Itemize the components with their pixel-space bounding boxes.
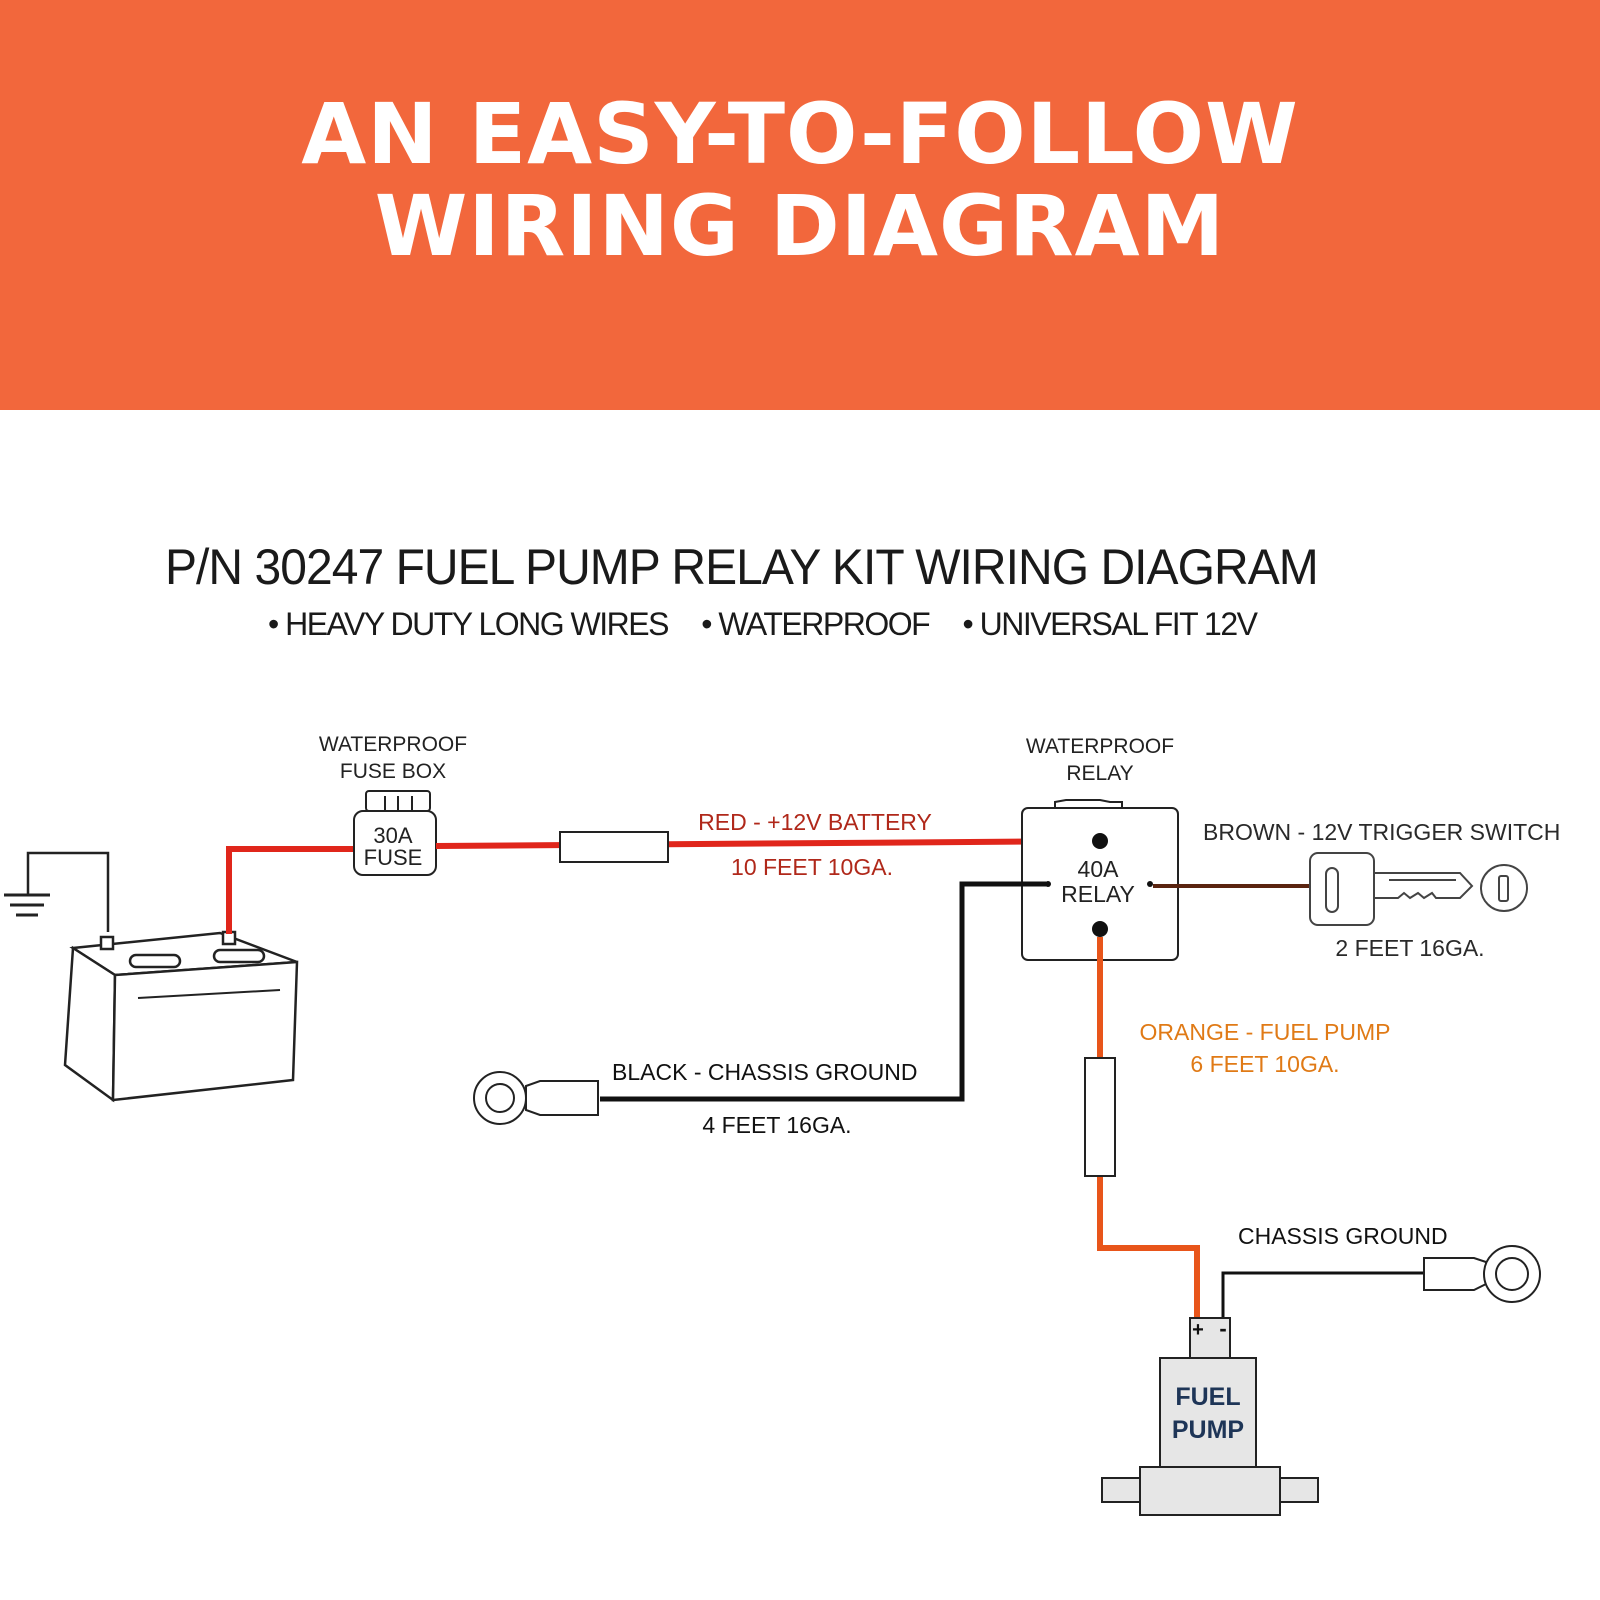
banner-title-line-2: WIRING DIAGRAM — [374, 177, 1226, 275]
relay-terminal-85 — [1045, 881, 1051, 887]
relay: WATERPROOF RELAY 40A RELAY — [1021, 735, 1179, 961]
ignition-key-icon — [1309, 852, 1528, 926]
butt-connector-orange — [1084, 1057, 1116, 1177]
black-wire — [600, 881, 1046, 1102]
red-wire-spec: 10 FEET 10GA. — [731, 854, 893, 880]
fuse-caption-line-1: WATERPROOF — [319, 733, 467, 756]
relay-terminal-86 — [1147, 881, 1153, 887]
pump-label-line-2: PUMP — [1172, 1416, 1244, 1444]
brown-wire-label: BROWN - 12V TRIGGER SWITCH — [1203, 819, 1560, 845]
feature-bullets: • HEAVY DUTY LONG WIRES • WATERPROOF • U… — [268, 606, 1282, 643]
diagram-title: P/N 30247 FUEL PUMP RELAY KIT WIRING DIA… — [165, 539, 1319, 595]
pump-ground-label: CHASSIS GROUND — [1238, 1223, 1448, 1249]
banner-title-line-1: AN EASY-TO-FOLLOW — [301, 85, 1299, 183]
pump-minus-sign: - — [1219, 1316, 1226, 1341]
banner-title: AN EASY-TO-FOLLOW WIRING DIAGRAM — [0, 88, 1600, 272]
relay-label-line-1: 40A — [1078, 856, 1120, 882]
relay-label-line-2: RELAY — [1061, 881, 1135, 907]
fuel-pump: + - FUEL PUMP — [1101, 1316, 1319, 1516]
bullet-waterproof: • WATERPROOF — [701, 606, 930, 642]
pump-plus-sign: + — [1192, 1319, 1204, 1341]
bullet-universal-fit: • UNIVERSAL FIT 12V — [962, 606, 1258, 642]
ring-terminal-pump-icon — [1423, 1245, 1541, 1303]
black-wire-label: BLACK - CHASSIS GROUND — [612, 1059, 917, 1085]
red-wire — [435, 838, 1099, 849]
pump-ground-wire — [1221, 1271, 1424, 1320]
orange-wire-label: ORANGE - FUEL PUMP — [1140, 1019, 1391, 1045]
battery-icon — [63, 930, 299, 1103]
relay-terminal-87 — [1092, 921, 1108, 937]
fuse-label-line-1: 30A — [373, 823, 412, 848]
fuse-box: WATERPROOF FUSE BOX 30A FUSE — [319, 733, 467, 876]
earth-ground-icon — [4, 851, 110, 932]
brown-wire-spec: 2 FEET 16GA. — [1335, 935, 1484, 961]
black-wire-spec: 4 FEET 16GA. — [702, 1112, 851, 1138]
fuse-caption-line-2: FUSE BOX — [340, 760, 446, 783]
fuse-label-line-2: FUSE — [364, 845, 423, 870]
orange-wire-spec: 6 FEET 10GA. — [1190, 1051, 1339, 1077]
bullet-heavy-duty: • HEAVY DUTY LONG WIRES — [268, 606, 669, 642]
pump-label-line-1: FUEL — [1175, 1383, 1240, 1411]
red-wire-label: RED - +12V BATTERY — [698, 809, 932, 835]
relay-terminal-30 — [1092, 833, 1108, 849]
red-wire-battery-to-fuse — [226, 846, 354, 934]
header-banner: AN EASY-TO-FOLLOW WIRING DIAGRAM — [0, 0, 1600, 410]
butt-connector-red — [559, 831, 669, 863]
ring-terminal-icon — [473, 1071, 599, 1125]
relay-caption-line-1: WATERPROOF — [1026, 735, 1174, 758]
relay-caption-line-2: RELAY — [1066, 762, 1133, 785]
